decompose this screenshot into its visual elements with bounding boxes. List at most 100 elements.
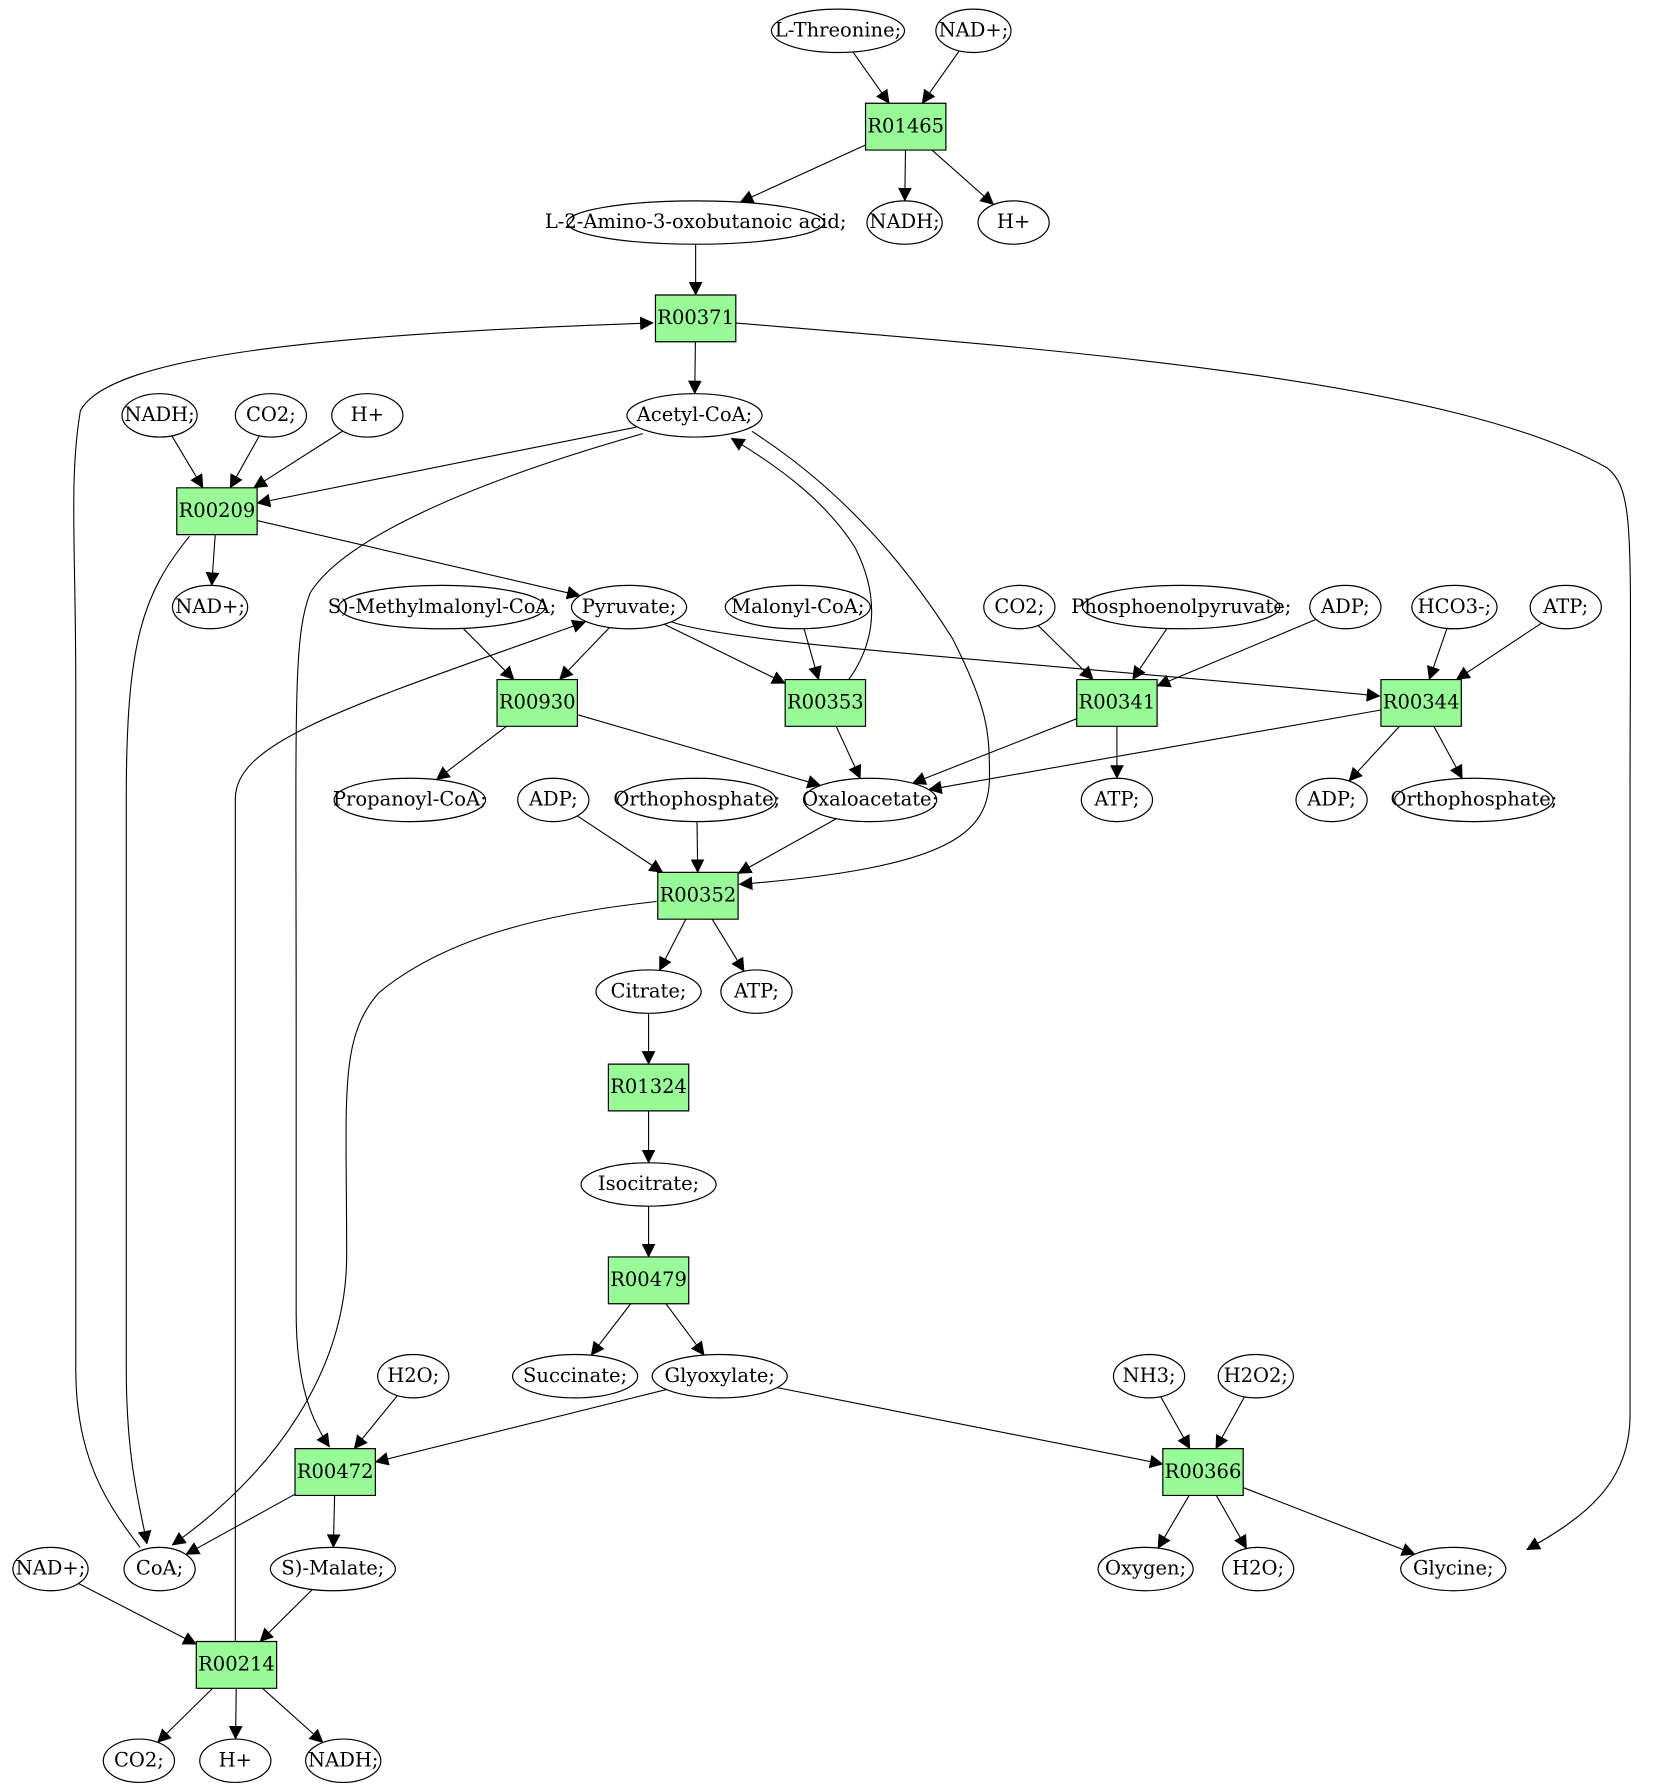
node-label: R00930 xyxy=(499,691,576,714)
compound-node-nadh_2: NADH; xyxy=(122,394,197,437)
edge-nh3-to-R00366 xyxy=(1161,1397,1190,1450)
compound-ellipse xyxy=(378,1355,449,1398)
compound-ellipse xyxy=(581,1163,716,1206)
node-label: Propanoyl-CoA; xyxy=(333,788,487,811)
node-label: Orthophosphate; xyxy=(613,788,780,811)
node-label: R00366 xyxy=(1165,1460,1242,1483)
compound-node-orthophos_2: Orthophosphate; xyxy=(1391,778,1557,821)
nodes-layer: L-Threonine;NAD+;R01465L-2-Amino-3-oxobu… xyxy=(13,9,1601,1782)
reaction-node-R00479: R00479 xyxy=(608,1257,688,1304)
node-label: Oxygen; xyxy=(1105,1557,1186,1580)
compound-node-h_2: H+ xyxy=(332,394,403,437)
compound-ellipse xyxy=(618,778,776,821)
compound-ellipse xyxy=(627,394,762,437)
compound-node-nad_2: NAD+; xyxy=(172,585,247,628)
compound-node-h2o_2: H2O; xyxy=(1223,1547,1294,1590)
compound-ellipse xyxy=(721,970,792,1013)
edge-methylmalonyl-to-R00930 xyxy=(463,628,515,681)
compound-node-amino: L-2-Amino-3-oxobutanoic acid; xyxy=(545,201,847,244)
compound-node-atp_2: ATP; xyxy=(1081,778,1152,821)
compound-node-oxygen: Oxygen; xyxy=(1098,1547,1193,1590)
reaction-node-R00366: R00366 xyxy=(1163,1449,1243,1496)
edge-R00352-to-coa xyxy=(171,901,656,1545)
node-label: Oxaloacetate; xyxy=(802,788,938,811)
edge-R00344-to-adp_3 xyxy=(1348,726,1400,782)
compound-ellipse xyxy=(596,970,701,1013)
compound-ellipse xyxy=(518,778,589,821)
edge-R00209-to-nad_2 xyxy=(205,535,220,587)
compound-node-nh3: NH3; xyxy=(1113,1355,1184,1398)
compound-ellipse xyxy=(306,1739,381,1782)
node-label: HCO3-; xyxy=(1418,595,1491,618)
compound-node-glycine: Glycine; xyxy=(1401,1547,1506,1590)
node-label: NADH; xyxy=(124,403,194,426)
node-label: L-2-Amino-3-oxobutanoic acid; xyxy=(545,210,847,233)
node-label: Pyruvate; xyxy=(582,595,677,618)
edge-R00341-to-oxaloacetate xyxy=(911,719,1077,785)
edge-orthophos_1-to-R00352 xyxy=(690,822,705,874)
node-label: R00344 xyxy=(1383,691,1460,714)
edge-coa-to-R00371 xyxy=(74,316,654,1547)
compound-ellipse xyxy=(652,1355,787,1398)
edge-co2_2-to-R00209 xyxy=(230,436,259,489)
edge-R00479-to-glyoxylate xyxy=(666,1304,704,1356)
node-label: H+ xyxy=(997,210,1030,233)
compound-node-propanoyl: Propanoyl-CoA; xyxy=(333,778,487,821)
node-label: NADH; xyxy=(308,1749,378,1772)
edge-pep-to-R00341 xyxy=(1133,629,1167,681)
edge-R00214-to-pyruvate xyxy=(235,619,587,1641)
node-label: H2O; xyxy=(387,1364,439,1387)
edge-acetylcoa-to-R00352 xyxy=(738,431,989,891)
reaction-box xyxy=(177,488,257,535)
edge-hco3-to-R00344 xyxy=(1427,628,1447,681)
compound-ellipse xyxy=(334,778,486,821)
compound-node-nad_3: NAD+; xyxy=(13,1547,88,1590)
compound-node-co2_4: CO2; xyxy=(103,1739,174,1782)
node-label: R01324 xyxy=(610,1075,687,1098)
compound-ellipse xyxy=(936,9,1011,52)
reaction-box xyxy=(658,872,738,919)
edge-R00366-to-oxygen xyxy=(1158,1495,1189,1549)
node-label: NAD+; xyxy=(939,19,1009,42)
node-label: R01465 xyxy=(867,114,944,137)
compound-ellipse xyxy=(867,201,942,244)
edge-adp_1-to-R00341 xyxy=(1156,619,1316,688)
compound-ellipse xyxy=(1098,1547,1193,1590)
node-label: R00353 xyxy=(787,691,864,714)
compound-node-h2o2: H2O2; xyxy=(1218,1355,1293,1398)
reaction-box xyxy=(608,1257,688,1304)
compound-ellipse xyxy=(1113,1355,1184,1398)
compound-ellipse xyxy=(513,1355,638,1398)
edge-R00472-to-malate xyxy=(326,1495,341,1549)
reaction-box xyxy=(1163,1449,1243,1496)
compound-ellipse xyxy=(1530,585,1601,628)
node-label: Citrate; xyxy=(611,979,687,1002)
edge-acetylcoa-to-R00209 xyxy=(256,427,637,508)
edge-malonyl-to-R00353 xyxy=(804,629,822,681)
reaction-node-R00353: R00353 xyxy=(785,680,865,727)
edge-threonine-to-R01465 xyxy=(853,52,889,104)
node-label: Glyoxylate; xyxy=(665,1364,775,1387)
node-label: Succinate; xyxy=(523,1364,627,1387)
compound-ellipse xyxy=(270,1547,395,1590)
compound-node-adp_3: ADP; xyxy=(1296,778,1367,821)
compound-ellipse xyxy=(172,585,247,628)
compound-ellipse xyxy=(1395,778,1553,821)
compound-node-hco3: HCO3-; xyxy=(1412,585,1497,628)
compound-ellipse xyxy=(1412,585,1497,628)
compound-ellipse xyxy=(235,394,306,437)
compound-ellipse xyxy=(13,1547,88,1590)
compound-ellipse xyxy=(978,201,1049,244)
reaction-box xyxy=(1077,680,1157,727)
edge-glyoxylate-to-R00366 xyxy=(777,1388,1164,1469)
reaction-node-R01465: R01465 xyxy=(866,103,946,150)
node-label: ADP; xyxy=(1320,595,1370,618)
edge-pyruvate-to-R00344 xyxy=(672,622,1381,702)
reaction-node-R00352: R00352 xyxy=(658,872,738,919)
compound-node-methylmalonyl: S)-Methylmalonyl-CoA; xyxy=(328,585,556,628)
edge-R00371-to-glycine xyxy=(735,323,1631,1550)
compound-node-h_1: H+ xyxy=(978,201,1049,244)
node-label: NADH; xyxy=(869,210,939,233)
compound-ellipse xyxy=(332,394,403,437)
node-label: R00209 xyxy=(179,499,256,522)
